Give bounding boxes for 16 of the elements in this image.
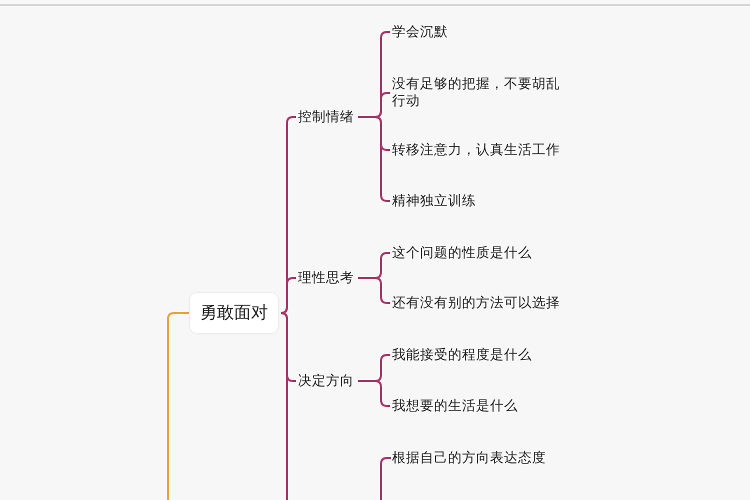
- branch-connector: [167, 312, 189, 500]
- branch-label: 控制情绪: [298, 108, 354, 126]
- branch-label: 精神独立训练: [392, 192, 476, 210]
- topic-box: 勇敢面对: [190, 293, 278, 333]
- branch-label: 我想要的生活是什么: [392, 398, 518, 414]
- branch-connector: [280, 312, 288, 500]
- branch-connector: [280, 277, 296, 314]
- branch-label: 没有足够的把握，不要胡乱行动: [392, 76, 564, 110]
- branch-label: 学会沉默: [392, 24, 448, 40]
- branch-label: 还有没有别的方法可以选择: [392, 294, 560, 312]
- branch-label: 我能接受的程度是什么: [392, 346, 532, 364]
- branch-label: 决定方向: [298, 372, 354, 390]
- branch-label: 转移注意力，认真生活工作: [392, 142, 560, 158]
- branch-label: 理性思考: [298, 270, 354, 286]
- branch-label: 这个问题的性质是什么: [392, 244, 532, 262]
- branch-label: 根据自己的方向表达态度: [392, 450, 546, 466]
